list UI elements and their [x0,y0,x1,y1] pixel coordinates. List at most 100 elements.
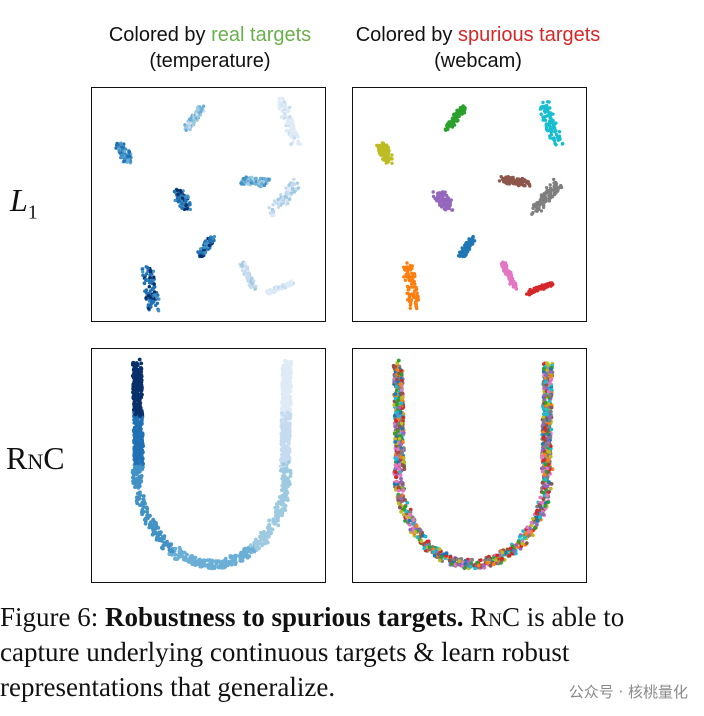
embedding-point [410,266,414,271]
caption-fig: Figure 6: [0,602,99,632]
embedding-point [135,397,139,402]
embedding-point [152,527,156,532]
embedding-point [277,97,281,101]
embedding-point [131,383,136,388]
embedding-point [500,556,504,561]
embedding-point [270,213,274,218]
embedding-point [494,558,498,562]
embedding-point [198,254,203,258]
embedding-point [457,254,461,258]
embedding-point [512,284,516,288]
embedding-point [527,533,531,538]
embedding-point [183,198,188,202]
embedding-point [541,459,546,463]
embedding-point [244,267,249,271]
embedding-point [393,487,398,492]
embedding-point [545,412,549,417]
embedding-point [141,494,146,498]
embedding-point [399,448,404,453]
embedding-point [551,136,555,141]
embedding-point [526,529,531,534]
embedding-point [521,180,525,184]
embedding-point [148,521,152,526]
embedding-point [140,433,145,438]
embedding-point [393,431,397,436]
embedding-point [280,96,284,101]
embedding-point [279,420,284,424]
embedding-point [407,518,412,523]
embedding-point [156,309,161,313]
embedding-point [535,206,539,210]
embedding-point [288,369,292,374]
embedding-point [407,274,411,279]
embedding-point [543,462,548,467]
embedding-point [137,454,142,459]
embedding-point [529,520,534,525]
embedding-point [244,175,248,179]
embedding-point [380,141,384,145]
embedding-point [419,539,424,544]
embedding-point [547,480,551,485]
embedding-point [507,553,512,558]
embedding-point [545,466,550,471]
embedding-point [281,496,286,501]
embedding-point [148,269,153,273]
embedding-point [549,388,554,392]
embedding-point [395,410,399,415]
embedding-point [520,542,525,546]
embedding-point [281,480,286,485]
embedding-point [538,495,543,500]
embedding-point [148,513,152,518]
embedding-point [222,559,226,563]
embedding-point [291,131,295,136]
embedding-point [433,196,437,201]
embedding-point [497,179,502,183]
embedding-point [531,516,535,521]
embedding-point [397,424,402,429]
embedding-point [148,276,152,280]
embedding-point [549,121,553,125]
embedding-point [504,550,508,555]
embedding-point [414,298,419,303]
embedding-point [138,413,142,418]
embedding-point [393,437,397,442]
embedding-point [133,408,138,413]
embedding-point [453,116,458,120]
embedding-point [544,108,549,112]
scatter-l1-spurious [375,100,565,311]
embedding-point [289,361,293,366]
embedding-point [249,279,253,284]
embedding-point [404,273,408,277]
embedding-point [276,518,280,523]
embedding-point [180,196,185,200]
embedding-point [521,529,526,533]
embedding-point [155,301,160,305]
embedding-point [395,402,399,407]
embedding-point [286,479,291,483]
embedding-point [284,401,288,405]
embedding-point [395,479,399,484]
embedding-point [279,115,284,119]
embedding-point [545,285,549,289]
embedding-point [535,522,539,527]
embedding-point [554,129,558,133]
embedding-point [290,120,294,124]
embedding-point [193,563,198,567]
embedding-point [136,382,141,387]
embedding-point [445,205,450,210]
embedding-point [544,123,548,127]
embedding-point [196,250,200,254]
embedding-point [280,432,285,436]
embedding-point [267,518,271,523]
embedding-point [147,285,151,289]
embedding-point [399,388,404,392]
embedding-point [212,234,217,239]
embedding-point [538,515,542,520]
embedding-point [281,462,286,467]
embedding-point [483,558,487,563]
embedding-point [525,292,529,296]
embedding-point [132,402,136,406]
embedding-point [463,250,467,254]
embedding-point [544,127,549,132]
embedding-point [282,113,286,118]
